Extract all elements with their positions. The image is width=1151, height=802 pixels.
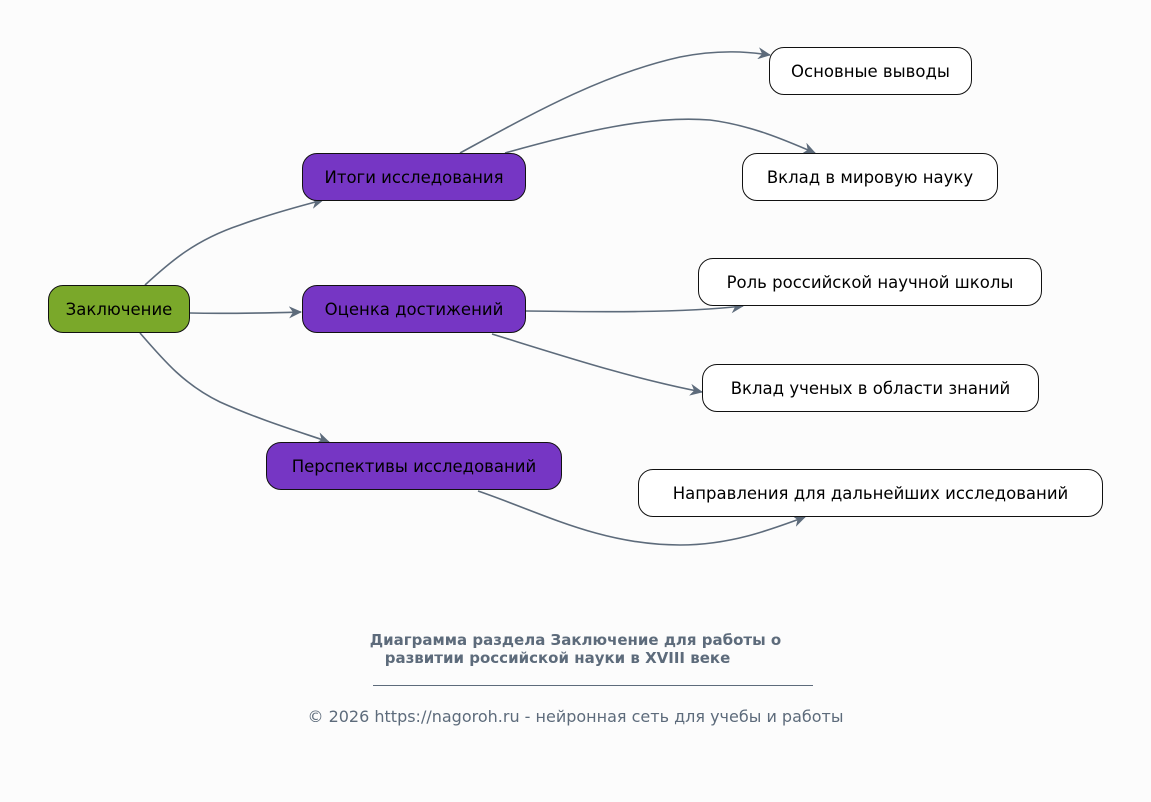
edge-root-to-perspektivy (139, 332, 330, 444)
diagram-title: Диаграмма раздела Заключение для работы … (0, 631, 1151, 667)
node-label: Заключение (65, 299, 173, 319)
node-label: Перспективы исследований (291, 456, 537, 476)
title-line-1: Диаграмма раздела Заключение для работы … (369, 631, 782, 649)
node-label: Вклад в мировую науку (766, 167, 974, 187)
edge-perspektivy-to-napravleniya (477, 490, 806, 546)
node-label: Итоги исследования (324, 167, 504, 187)
edge-root-to-ocenka (189, 306, 302, 319)
node-branch-ocenka[interactable]: Оценка достижений (302, 285, 526, 333)
edge-itogi-to-vklad-mir (504, 118, 816, 154)
caption-divider (373, 685, 813, 686)
node-label: Вклад ученых в области знаний (730, 378, 1011, 398)
node-branch-perspektivy[interactable]: Перспективы исследований (266, 442, 562, 490)
edge-itogi-to-vyvody (459, 47, 771, 154)
node-label: Основные выводы (791, 61, 950, 81)
edge-root-to-itogi (144, 197, 324, 286)
edge-ocenka-to-rol (525, 301, 744, 314)
node-root[interactable]: Заключение (48, 285, 190, 333)
node-leaf-rol-shkoly[interactable]: Роль российской научной школы (698, 258, 1042, 306)
title-line-2: развитии российской науки в XVIII веке (384, 649, 731, 667)
node-branch-itogi[interactable]: Итоги исследования (302, 153, 526, 201)
node-label: Роль российской научной школы (726, 272, 1014, 292)
edge-ocenka-to-vklad-uchenyh (491, 333, 703, 396)
node-leaf-vklad-uchenyh[interactable]: Вклад ученых в области знаний (702, 364, 1039, 412)
node-leaf-vklad-mir[interactable]: Вклад в мировую науку (742, 153, 998, 201)
node-label: Оценка достижений (324, 299, 504, 319)
node-leaf-osnovnye-vyvody[interactable]: Основные выводы (769, 47, 972, 95)
footer-copyright: © 2026 https://nagoroh.ru - нейронная се… (307, 707, 844, 726)
node-label: Направления для дальнейших исследований (672, 483, 1069, 503)
node-leaf-napravleniya[interactable]: Направления для дальнейших исследований (638, 469, 1103, 517)
